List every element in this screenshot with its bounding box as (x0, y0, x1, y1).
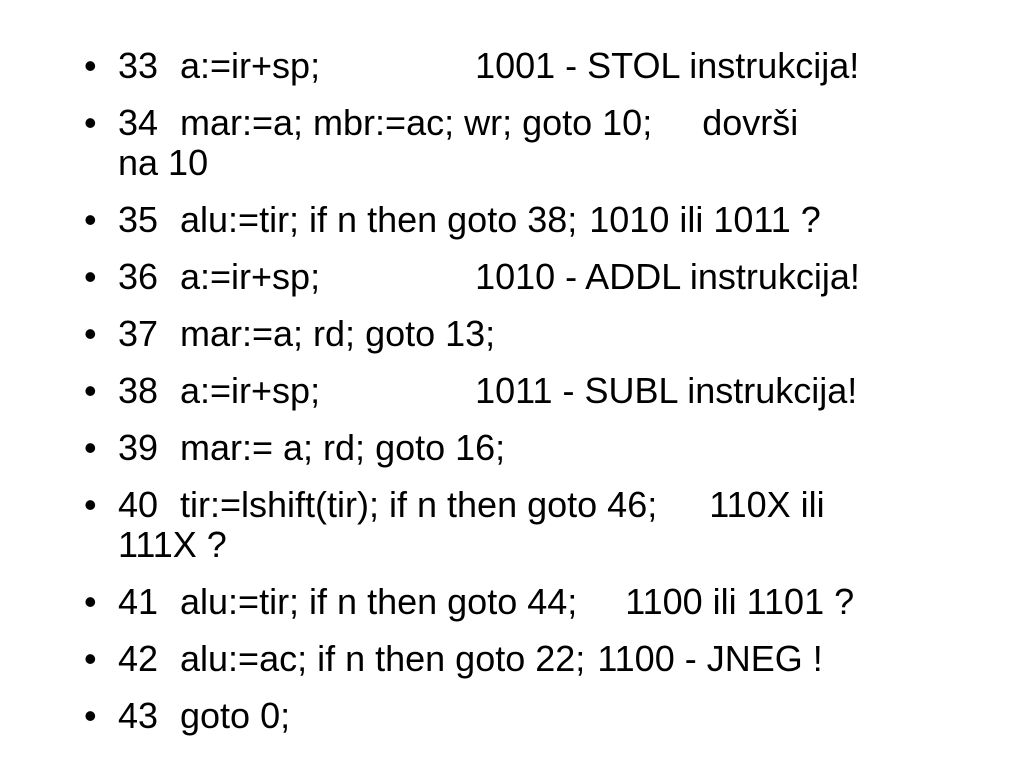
bullet-icon: • (84, 45, 97, 86)
comment: 1001 - STOL instrukcija! (475, 45, 860, 86)
list-item: • 36 a:=ir+sp; 1010 - ADDL instrukcija! (84, 257, 984, 297)
list-item: • 43 goto 0; (84, 696, 984, 736)
microinstruction: tir:=lshift(tir); if n then goto 46; (180, 484, 658, 525)
bullet-icon: • (84, 313, 97, 354)
bullet-icon: • (84, 638, 97, 679)
microinstruction: mar:=a; mbr:=ac; wr; goto 10; (180, 102, 653, 143)
microinstruction: a:=ir+sp; (180, 256, 321, 297)
line-number: 34 (118, 102, 159, 143)
line-number: 37 (118, 313, 159, 354)
list-item: • 38 a:=ir+sp; 1011 - SUBL instrukcija! (84, 371, 984, 411)
comment: 1100 ili 1101 ? (625, 581, 855, 622)
list-item: • 33 a:=ir+sp; 1001 - STOL instrukcija! (84, 46, 984, 86)
comment: 1010 - ADDL instrukcija! (475, 256, 860, 297)
line-number: 35 (118, 199, 159, 240)
bullet-icon: • (84, 695, 97, 736)
bullet-icon: • (84, 102, 97, 143)
microinstruction: alu:=tir; if n then goto 38; (180, 199, 578, 240)
comment-continuation: 111X ? (118, 524, 227, 565)
line-number: 38 (118, 370, 159, 411)
bullet-icon: • (84, 256, 97, 297)
bullet-icon: • (84, 427, 97, 468)
microinstruction: mar:=a; rd; goto 13; (180, 313, 496, 354)
microinstruction: alu:=tir; if n then goto 44; (180, 581, 578, 622)
bullet-icon: • (84, 370, 97, 411)
line-number: 41 (118, 581, 159, 622)
bullet-icon: • (84, 484, 97, 525)
comment: 1100 - JNEG ! (597, 638, 823, 679)
line-number: 36 (118, 256, 159, 297)
line-number: 40 (118, 484, 159, 525)
microinstruction: a:=ir+sp; (180, 45, 321, 86)
line-number: 42 (118, 638, 159, 679)
list-item: • 40 tir:=lshift(tir); if n then goto 46;… (84, 485, 984, 565)
list-item: • 39 mar:= a; rd; goto 16; (84, 428, 984, 468)
line-number: 43 (118, 695, 159, 736)
line-number: 33 (118, 45, 159, 86)
list-item: • 35 alu:=tir; if n then goto 38; 1010 ili… (84, 200, 984, 240)
comment: 1011 - SUBL instrukcija! (475, 370, 858, 411)
comment-continuation: na 10 (118, 142, 209, 183)
list-item: • 37 mar:=a; rd; goto 13; (84, 314, 984, 354)
line-number: 39 (118, 427, 159, 468)
list-item: • 41 alu:=tir; if n then goto 44; 1100 ili… (84, 582, 984, 622)
list-item: • 42 alu:=ac; if n then goto 22; 1100 - JN… (84, 639, 984, 679)
comment: dovrši (702, 102, 799, 143)
microinstruction: mar:= a; rd; goto 16; (180, 427, 506, 468)
microinstruction: alu:=ac; if n then goto 22; (180, 638, 586, 679)
comment: 1010 ili 1011 ? (589, 199, 821, 240)
microcode-list: • 33 a:=ir+sp; 1001 - STOL instrukcija! • … (84, 46, 984, 753)
microinstruction: goto 0; (180, 695, 291, 736)
microinstruction: a:=ir+sp; (180, 370, 321, 411)
bullet-icon: • (84, 199, 97, 240)
bullet-icon: • (84, 581, 97, 622)
comment: 110X ili (709, 484, 825, 525)
